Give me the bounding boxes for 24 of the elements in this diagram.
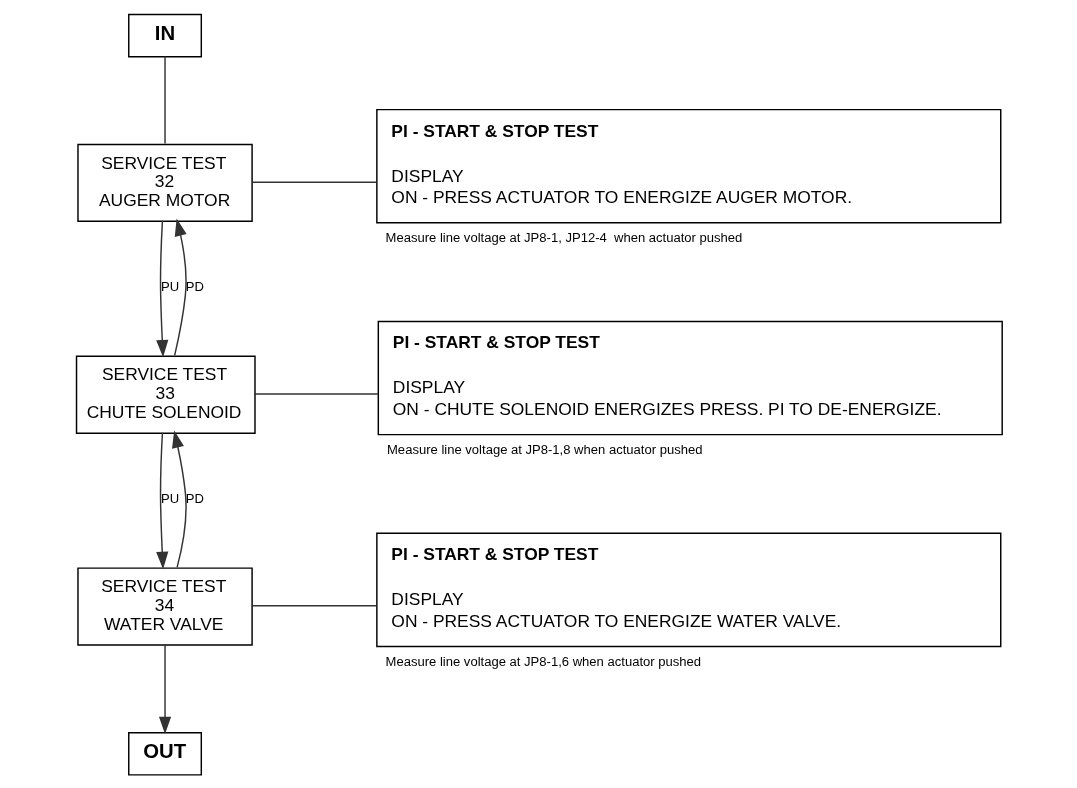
arrow [155,220,168,358]
connector [253,393,379,395]
edge-label: PU [160,279,179,295]
connector [163,55,166,145]
node-box: PI - START & STOP TEST DISPLAY ON - PRESS ACTUATOR TO ENERGIZE WATER VALVE. [375,532,1001,648]
node-label: Measure line voltage at JP8-1,6 when actuator pushed [385,653,701,669]
node-box: SERVICE TEST 32 AUGER MOTOR [76,143,253,223]
arrow [173,218,187,357]
node-box: SERVICE TEST 34 WATER VALVE [76,567,253,646]
connector [251,605,377,607]
edge-label: PD [185,491,204,507]
node-box: SERVICE TEST 33 CHUTE SOLENOID [75,355,256,434]
arrow [158,643,171,735]
node-box: PI - START & STOP TEST DISPLAY ON - CHUTE SOLENOID ENERGIZES PRESS. PI TO DE-ENERGIZE. [377,320,1003,436]
arrow [155,431,168,570]
node-box: IN [127,13,202,58]
node-label: Measure line voltage at JP8-1, JP12-4 when actuator pushed [385,229,742,245]
edge-label: PD [185,279,204,295]
node-label: Measure line voltage at JP8-1,8 when actuator pushed [386,441,703,457]
arrow [171,430,187,569]
node-box: PI - START & STOP TEST DISPLAY ON - PRESS ACTUATOR TO ENERGIZE AUGER MOTOR. [375,108,1001,224]
node-box: OUT [127,732,202,776]
edge-label: PU [160,491,179,507]
connector [251,181,377,183]
